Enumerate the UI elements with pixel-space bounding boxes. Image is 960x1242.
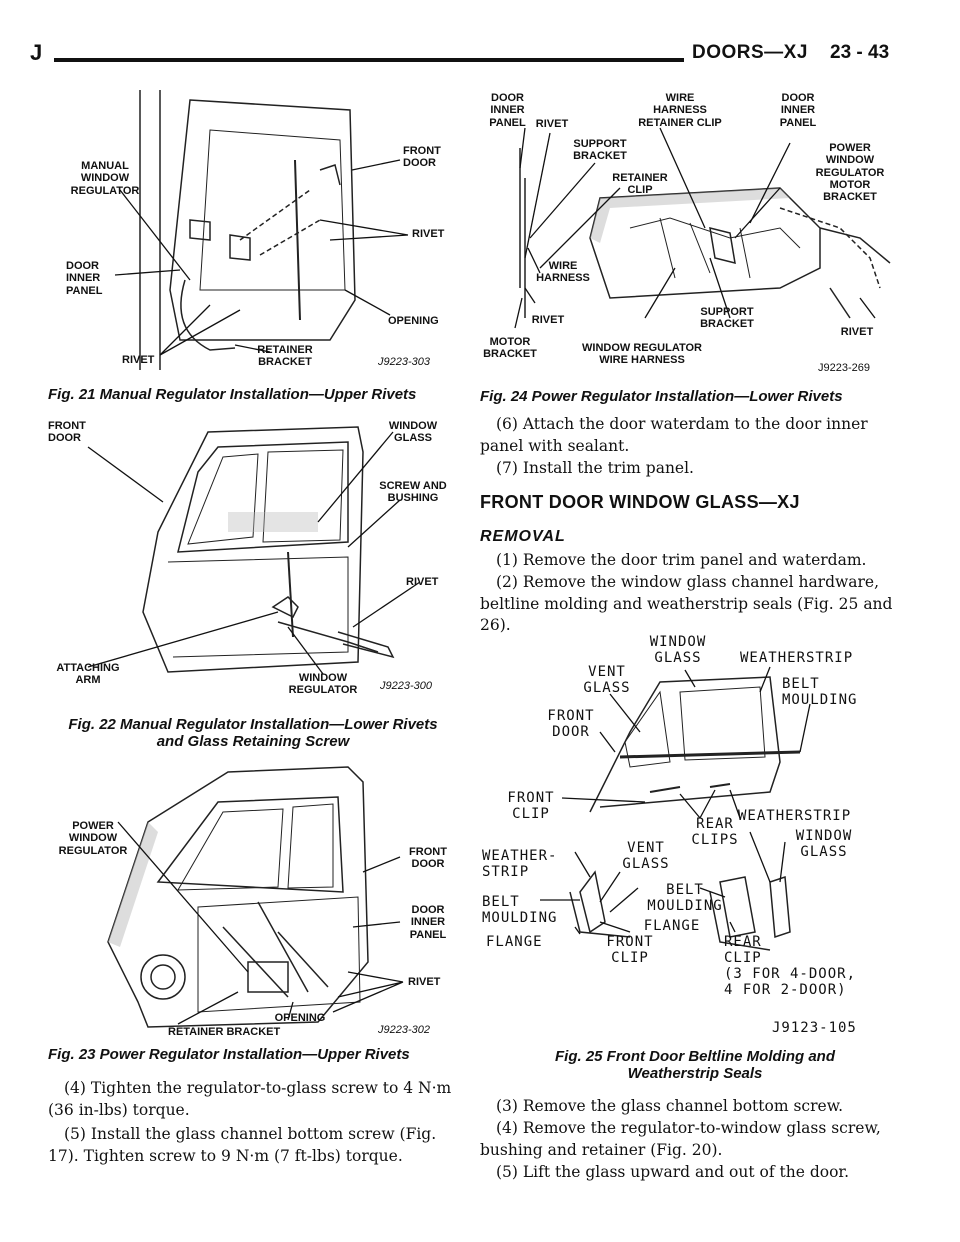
fig23-label-opening: OPENING <box>274 1012 326 1024</box>
fig25-label-weather-strip: WEATHER- STRIP <box>482 848 558 880</box>
section-heading: FRONT DOOR WINDOW GLASS—XJ <box>480 492 800 512</box>
right-paragraph-1: (6) Attach the door waterdam to the door… <box>480 415 868 455</box>
fig24-label-door-inner-panel-left: DOOR INNER PANEL <box>489 92 526 129</box>
fig25-label-weatherstrip-top: WEATHERSTRIP <box>740 650 854 666</box>
fig25-caption: Fig. 25 Front Door Beltline Molding and … <box>555 1048 835 1083</box>
fig25-label-belt-moulding-top: BELT MOULDING <box>782 676 858 708</box>
fig23-illustration: POWER WINDOW REGULATOR FRONT DOOR DOOR I… <box>48 762 458 1042</box>
fig25-drawing <box>540 666 811 951</box>
fig25-label-vent-glass-top: VENT GLASS <box>583 664 631 696</box>
fig25-label-vent-glass-mid: VENT GLASS <box>622 840 670 872</box>
fig23-label-rivet: RIVET <box>408 976 441 988</box>
fig22-code: J9223-300 <box>380 680 432 692</box>
fig22-label-rivet: RIVET <box>406 576 439 588</box>
fig24-label-rivet-mid: RIVET <box>531 314 565 326</box>
left-paragraph-2: (5) Install the glass channel bottom scr… <box>48 1125 437 1165</box>
fig22-drawing <box>87 426 421 675</box>
fig24-label-support-bracket-bottom: SUPPORT BRACKET <box>700 306 754 331</box>
fig21-label-rivet-right: RIVET <box>412 228 445 240</box>
fig24-label-wire-harness: WIRE HARNESS <box>536 260 590 285</box>
fig25-label-rear-clips: REAR CLIPS <box>691 816 739 848</box>
fig22-label-window-regulator: WINDOW REGULATOR <box>288 672 358 697</box>
fig24-label-support-bracket-top: SUPPORT BRACKET <box>573 138 627 163</box>
fig25-illustration: WINDOW GLASS WEATHERSTRIP VENT GLASS BEL… <box>480 632 912 1044</box>
fig21-label-door-inner-panel: DOOR INNER PANEL <box>66 260 103 297</box>
fig24-label-window-regulator-wire-harness: WINDOW REGULATOR WIRE HARNESS <box>582 342 702 367</box>
fig25-label-front-clip-bottom: FRONT CLIP <box>606 934 654 966</box>
fig25-label-window-glass-top: WINDOW GLASS <box>649 634 707 666</box>
fig23-caption: Fig. 23 Power Regulator Installation—Upp… <box>48 1046 410 1063</box>
fig24-label-rivet-top: RIVET <box>535 118 569 130</box>
fig21-illustration: MANUAL WINDOW REGULATOR FRONT DOOR RIVET… <box>60 90 460 380</box>
fig21-label-rivet-bottom: RIVET <box>122 354 155 366</box>
left-paragraph-1: (4) Tighten the regulator-to-glass screw… <box>48 1079 452 1119</box>
right-paragraph-5: (3) Remove the glass channel bottom scre… <box>496 1097 844 1115</box>
header-rule <box>54 58 684 62</box>
fig22-caption: Fig. 22 Manual Regulator Installation—Lo… <box>68 716 438 751</box>
fig23-label-retainer-bracket: RETAINER BRACKET <box>168 1026 281 1038</box>
right-paragraph-4: (2) Remove the window glass channel hard… <box>480 573 893 635</box>
fig24-label-motor-bracket: MOTOR BRACKET <box>483 336 537 361</box>
fig24-caption: Fig. 24 Power Regulator Installation—Low… <box>480 388 843 405</box>
fig25-label-belt-moulding-left: BELT MOULDING <box>482 894 558 926</box>
page-number: 23 - 43 <box>830 42 890 63</box>
fig25-label-weatherstrip-mid: WEATHERSTRIP <box>738 808 852 824</box>
subsection-heading: REMOVAL <box>480 528 566 545</box>
right-paragraph-3: (1) Remove the door trim panel and water… <box>496 551 867 569</box>
fig25-label-belt-moulding-mid: BELT MOULDING <box>647 882 723 914</box>
fig21-label-front-door: FRONT DOOR <box>403 145 441 170</box>
header-title: DOORS—XJ <box>692 42 808 63</box>
fig22-label-screw-and-bushing: SCREW AND BUSHING <box>379 480 447 505</box>
fig25-label-window-glass-mid: WINDOW GLASS <box>795 828 853 860</box>
fig25-label-flange-left: FLANGE <box>486 934 543 950</box>
fig25-label-rear-clip: REAR CLIP (3 FOR 4-DOOR, 4 FOR 2-DOOR) <box>724 934 857 998</box>
right-paragraph-7: (5) Lift the glass upward and out of the… <box>496 1163 850 1181</box>
fig24-label-retainer-clip: RETAINER CLIP <box>612 172 668 197</box>
fig22-illustration: FRONT DOOR WINDOW GLASS SCREW AND BUSHIN… <box>48 412 458 702</box>
fig21-label-manual-window-regulator: MANUAL WINDOW REGULATOR <box>70 160 140 197</box>
fig23-label-door-inner-panel: DOOR INNER PANEL <box>409 904 447 941</box>
fig21-drawing <box>114 90 409 370</box>
fig22-label-front-door: FRONT DOOR <box>48 420 86 445</box>
fig23-drawing <box>107 766 404 1028</box>
fig25-label-front-door: FRONT DOOR <box>547 708 595 740</box>
fig24-drawing <box>514 127 891 329</box>
fig21-caption: Fig. 21 Manual Regulator Installation—Up… <box>48 386 417 403</box>
fig21-code: J9223-303 <box>378 356 430 368</box>
fig21-label-retainer-bracket: RETAINER BRACKET <box>257 344 313 369</box>
fig24-illustration: DOOR INNER PANEL RIVET SUPPORT BRACKET W… <box>480 88 912 384</box>
right-paragraph-2: (7) Install the trim panel. <box>496 459 694 477</box>
fig25-label-front-clip-top: FRONT CLIP <box>507 790 555 822</box>
fig23-label-power-window-regulator: POWER WINDOW REGULATOR <box>58 820 128 857</box>
fig24-label-door-inner-panel-right: DOOR INNER PANEL <box>779 92 817 129</box>
fig24-label-wire-harness-retainer-clip: WIRE HARNESS RETAINER CLIP <box>638 92 722 129</box>
fig23-label-front-door: FRONT DOOR <box>409 846 447 871</box>
fig23-code: J9223-302 <box>378 1024 430 1036</box>
header-letter: J <box>30 40 43 65</box>
fig25-label-flange-right: FLANGE <box>643 918 701 934</box>
fig24-code: J9223-269 <box>818 362 870 374</box>
fig24-label-power-window-regulator-motor-bracket: POWER WINDOW REGULATOR MOTOR BRACKET <box>815 142 885 204</box>
fig22-label-attaching-arm: ATTACHING ARM <box>56 662 120 687</box>
fig22-label-window-glass: WINDOW GLASS <box>388 420 438 445</box>
fig24-label-rivet-right: RIVET <box>840 326 874 338</box>
fig25-code: J9123-105 <box>772 1020 857 1036</box>
fig21-label-opening: OPENING <box>388 315 439 327</box>
right-paragraph-6: (4) Remove the regulator-to-window glass… <box>480 1119 881 1159</box>
